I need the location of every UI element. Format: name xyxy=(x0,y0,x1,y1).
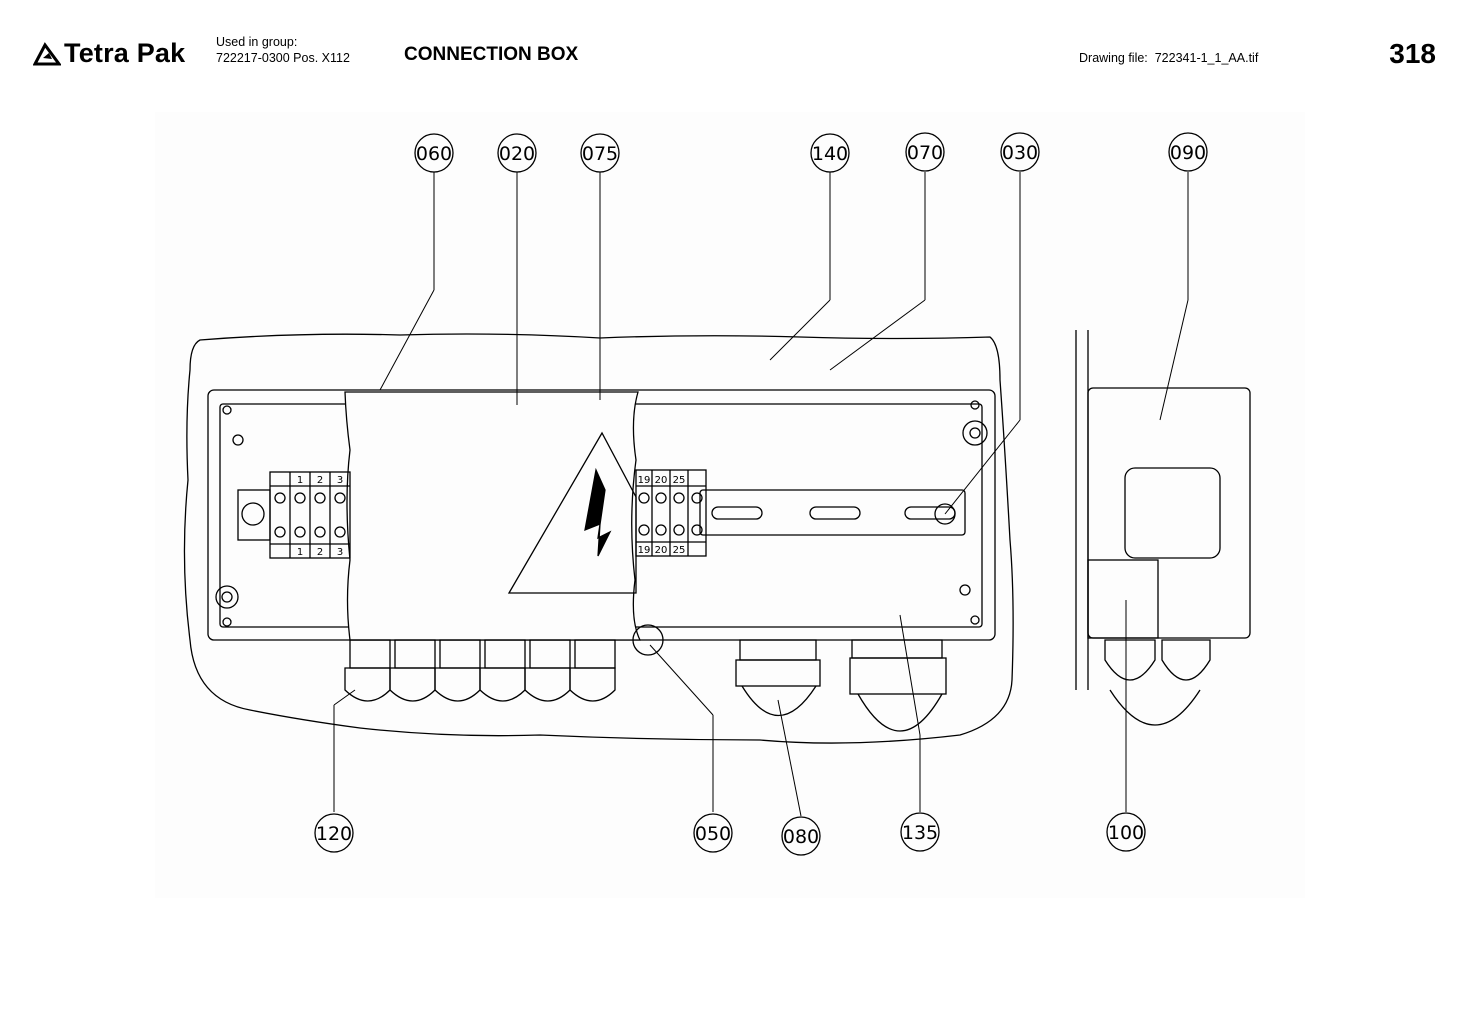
mount-hole-br2 xyxy=(970,615,980,625)
page-title: CONNECTION BOX xyxy=(404,44,579,65)
terminal-label: 25 xyxy=(673,545,686,556)
mount-hole-bl xyxy=(215,585,239,609)
cover-outline xyxy=(183,333,1014,744)
tetra-pak-logo-icon xyxy=(33,41,61,65)
callout-label: 135 xyxy=(902,822,938,844)
rail-slot-2 xyxy=(809,506,861,520)
terminal-label: 1 xyxy=(297,475,303,486)
callout-100: 100 xyxy=(1106,812,1146,852)
connection-box-drawing: 060 020 075 140 070 030 090 120 050 080 … xyxy=(155,112,1305,898)
callout-label: 080 xyxy=(783,826,819,848)
callout-label: 070 xyxy=(907,142,943,164)
callout-120: 120 xyxy=(314,813,354,853)
mount-hole-blow xyxy=(222,617,232,627)
tetra-pak-logo: Tetra Pak xyxy=(33,38,185,69)
callout-070: 070 xyxy=(905,132,945,172)
warning-label-area xyxy=(344,391,642,641)
callout-label: 100 xyxy=(1108,822,1144,844)
exploded-drawing-svg: 060 020 075 140 070 030 090 120 050 080 … xyxy=(183,132,1251,856)
group-label: Used in group: xyxy=(216,35,298,49)
callout-090: 090 xyxy=(1168,132,1208,172)
callout-050: 050 xyxy=(693,813,733,853)
callout-030: 030 xyxy=(1000,132,1040,172)
drawing-file-label: Drawing file: xyxy=(1079,51,1148,65)
small-cable-glands xyxy=(344,639,616,702)
callout-label: 120 xyxy=(316,823,352,845)
group-value: 722217-0300 Pos. X112 xyxy=(216,51,350,65)
callout-label: 050 xyxy=(695,823,731,845)
mount-hole-tl xyxy=(222,405,232,415)
used-in-group: Used in group: 722217-0300 Pos. X112 xyxy=(216,34,350,66)
rail-screw xyxy=(934,503,956,525)
page-header: Tetra Pak Used in group: 722217-0300 Pos… xyxy=(0,0,1462,100)
callout-label: 090 xyxy=(1170,142,1206,164)
callout-label: 140 xyxy=(812,143,848,165)
terminal-label: 25 xyxy=(673,475,686,486)
terminal-label: 3 xyxy=(337,547,343,558)
callout-080: 080 xyxy=(781,816,821,856)
terminal-label: 3 xyxy=(337,475,343,486)
callout-140: 140 xyxy=(810,133,850,173)
callout-060: 060 xyxy=(414,133,454,173)
callout-label: 030 xyxy=(1002,142,1038,164)
leader-lines xyxy=(333,172,1189,817)
terminal-label: 19 xyxy=(638,545,651,556)
mount-hole-tr2 xyxy=(962,420,988,446)
callout-label: 060 xyxy=(416,143,452,165)
terminal-label: 2 xyxy=(317,547,323,558)
left-rail-clamp xyxy=(237,489,271,541)
large-cable-glands xyxy=(735,639,947,732)
terminal-label: 20 xyxy=(655,545,668,556)
din-rail xyxy=(699,489,966,536)
callout-label: 020 xyxy=(499,143,535,165)
terminal-label: 2 xyxy=(317,475,323,486)
drawing-file-name: 722341-1_1_AA.tif xyxy=(1154,51,1259,65)
callout-135: 135 xyxy=(900,812,940,852)
side-view xyxy=(1075,330,1251,726)
left-clamp-screw xyxy=(241,502,265,526)
callout-020: 020 xyxy=(497,133,537,173)
page-number: 318 xyxy=(1389,38,1436,69)
mount-hole-tl2 xyxy=(232,434,244,446)
rail-slot-3 xyxy=(904,506,956,520)
terminal-label: 1 xyxy=(297,547,303,558)
small-plug xyxy=(632,624,664,656)
drawing-file: Drawing file: 722341-1_1_AA.tif xyxy=(1079,51,1258,65)
callout-label: 075 xyxy=(582,143,618,165)
mount-hole-tr xyxy=(970,400,980,410)
rail-slot-1 xyxy=(711,506,763,520)
terminal-label: 19 xyxy=(638,475,651,486)
lightning-bolt xyxy=(584,467,612,557)
callout-075: 075 xyxy=(580,133,620,173)
terminal-label: 20 xyxy=(655,475,668,486)
terminal-block-right xyxy=(635,469,707,557)
brand-name: Tetra Pak xyxy=(64,38,186,68)
mount-hole-br xyxy=(959,584,971,596)
